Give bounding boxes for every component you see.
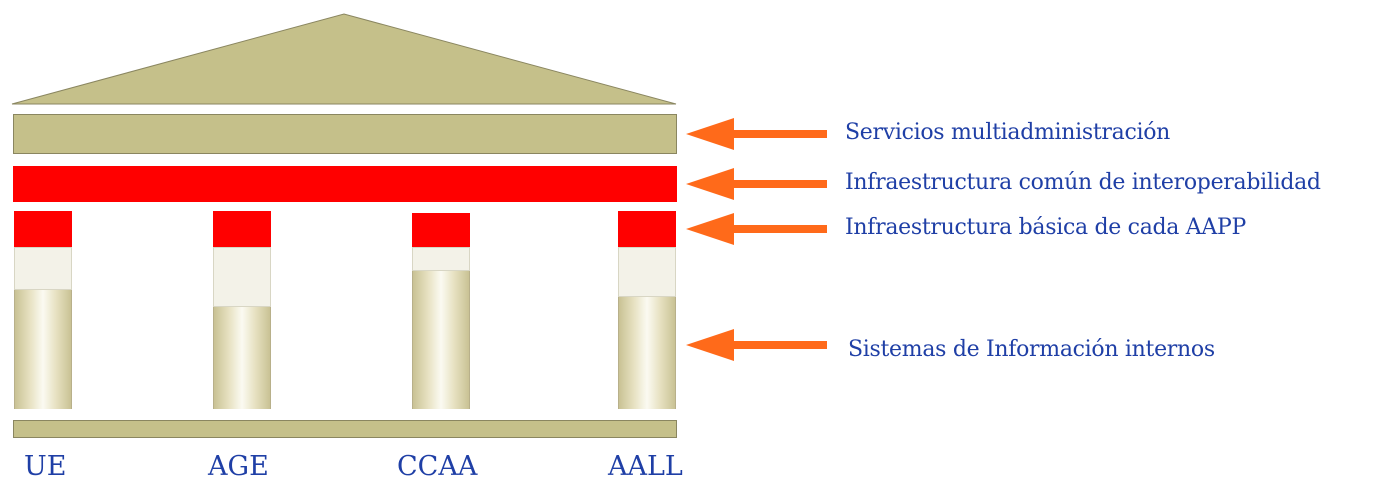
column-ccaa [412, 213, 470, 409]
column-neck [213, 247, 271, 307]
column-neck [412, 247, 470, 271]
column-neck [14, 247, 72, 290]
column-shaft [412, 271, 470, 409]
left-arrow-icon [686, 329, 827, 361]
admin-label-age: AGE [208, 451, 269, 482]
column-shaft [14, 290, 72, 409]
column-cap [412, 213, 470, 247]
column-neck [618, 247, 676, 297]
left-arrow-icon [686, 213, 827, 245]
column-ue [14, 211, 72, 409]
column-cap [14, 211, 72, 247]
column-aall [618, 211, 676, 409]
admin-label-ccaa: CCAA [397, 451, 478, 482]
common-infrastructure-beam [13, 166, 677, 202]
layer-label-internal-systems: Sistemas de Información internos [848, 337, 1215, 362]
layer-label-basic-infrastructure: Infraestructura básica de cada AAPP [845, 215, 1246, 240]
column-shaft [618, 297, 676, 409]
base-plinth [13, 420, 677, 438]
roof-pediment [11, 13, 677, 105]
services-beam [13, 114, 677, 154]
column-cap [618, 211, 676, 247]
layer-label-common-infrastructure: Infraestructura común de interoperabilid… [845, 170, 1321, 195]
column-shaft [213, 307, 271, 409]
admin-label-aall: AALL [608, 451, 683, 482]
left-arrow-icon [686, 118, 827, 150]
column-age [213, 211, 271, 409]
left-arrow-icon [686, 168, 827, 200]
column-cap [213, 211, 271, 247]
admin-label-ue: UE [24, 451, 67, 482]
layer-label-services: Servicios multiadministración [845, 120, 1171, 145]
